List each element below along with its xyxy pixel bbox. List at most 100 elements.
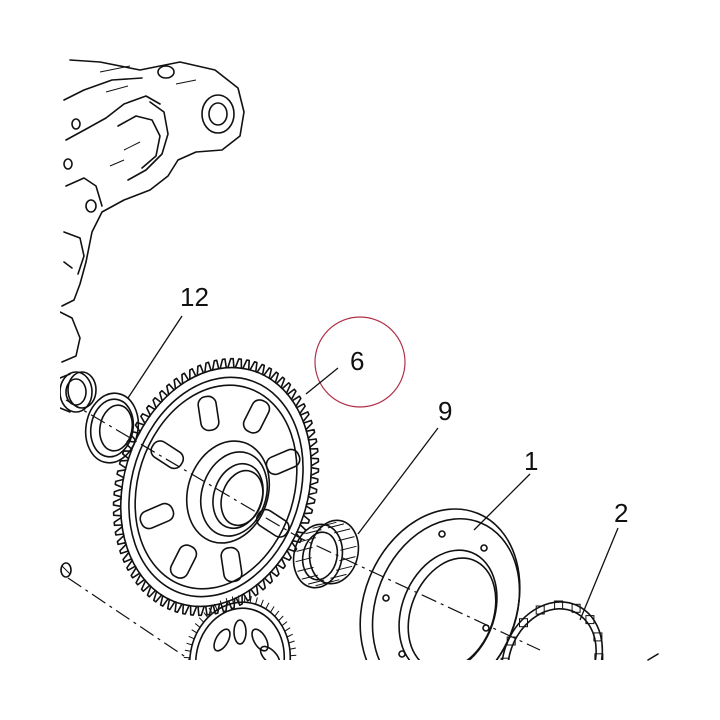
spoke-window <box>242 399 271 434</box>
clutch-roller <box>571 603 581 613</box>
lower-gear-tooth <box>265 602 270 610</box>
needle-roller <box>301 574 318 580</box>
needle-roller <box>297 566 314 572</box>
spoke-window <box>197 395 220 432</box>
needle-roller <box>335 565 353 571</box>
needle-roller <box>296 546 313 552</box>
lower-gear-tooth <box>231 596 234 604</box>
lower-gear-tooth <box>274 610 280 617</box>
needle-roller <box>307 579 325 585</box>
lower-gear-tooth <box>280 693 285 697</box>
lower-gear-tooth <box>268 707 271 713</box>
assembly-axes <box>65 399 541 660</box>
spoke-window <box>139 502 175 530</box>
lower-gear-tooth <box>244 595 246 603</box>
lower-gear-tooth <box>191 629 198 634</box>
label-part-6: 6 <box>350 346 364 376</box>
lower-gear-tooth <box>278 615 284 622</box>
lower-gear-teeth <box>183 595 297 720</box>
needle-roller <box>340 545 357 551</box>
part-1-flange-ring <box>359 508 521 660</box>
lower-gear-tooth <box>288 640 295 644</box>
needle-roller <box>334 528 351 534</box>
bearing-needles <box>295 521 357 587</box>
part-6-starter-gear <box>112 357 320 617</box>
lower-gear-tooth <box>208 607 213 614</box>
lower-gear-tooth <box>223 716 225 720</box>
needle-roller <box>338 536 355 542</box>
needle-roller <box>299 537 317 543</box>
lower-gear-tooth <box>193 694 198 698</box>
label-part-12: 12 <box>180 282 209 312</box>
highlight-circle <box>314 316 406 408</box>
spoke-window <box>220 546 243 583</box>
clutch-roller <box>594 653 604 660</box>
clutch-roller <box>510 696 518 704</box>
lower-gear-tooth <box>203 612 209 618</box>
lower-gear-tooth <box>188 635 195 640</box>
clutch-roller <box>554 600 564 610</box>
edge-mark <box>647 653 659 661</box>
needle-roller <box>305 529 322 535</box>
lower-gear-tooth <box>289 669 295 670</box>
clutch-roller <box>524 708 532 716</box>
lower-gear <box>183 595 297 720</box>
lower-gear-tooth <box>198 617 205 623</box>
lower-gear-tooth <box>289 647 296 650</box>
lower-gear-tooth <box>255 597 258 605</box>
lower-gear-tooth <box>252 715 254 720</box>
lower-gear-tooth <box>184 671 190 672</box>
lower-gear-tooth <box>211 711 214 717</box>
lower-gear-tooth <box>288 675 294 677</box>
lower-gear-tooth <box>194 623 201 628</box>
lower-gear-tooth <box>286 633 293 638</box>
label-part-2: 2 <box>614 498 628 528</box>
lower-gear-tooth <box>276 698 280 703</box>
small-nut <box>60 562 72 578</box>
lower-gear-tooth <box>185 677 191 679</box>
clutch-roller <box>500 657 510 660</box>
clutch-roller <box>589 675 597 683</box>
needle-roller <box>320 521 337 527</box>
lower-gear-tooth <box>217 714 220 720</box>
clutch-roller <box>585 615 595 625</box>
lower-gear-tooth <box>184 664 190 665</box>
clutch-roller <box>577 693 585 701</box>
lower-gear-tooth <box>190 689 195 693</box>
clutch-roller <box>502 679 510 687</box>
lower-gear-tooth <box>269 606 275 613</box>
lower-gear-tooth <box>258 713 260 719</box>
lower-gear-tooth <box>284 627 291 632</box>
needle-roller <box>295 557 312 563</box>
label-part-9: 9 <box>438 396 452 426</box>
lower-gear-tooth <box>290 654 297 657</box>
clutch-roller <box>541 711 549 719</box>
lower-gear-tooth <box>225 597 229 605</box>
lower-gear-tooth <box>206 708 210 714</box>
lower-gear-tooth <box>219 600 223 608</box>
lower-gear-tooth <box>260 599 264 607</box>
lower-gear-tooth <box>283 687 288 690</box>
lower-gear-tooth <box>272 702 276 707</box>
clutch-roller <box>519 618 528 628</box>
lower-gear-tooth <box>197 699 202 704</box>
spoke-window <box>150 440 185 470</box>
lower-gear-tooth <box>249 595 252 603</box>
lower-gear-tooth <box>263 710 266 716</box>
lower-gear-tooth <box>213 603 218 611</box>
lower-gear-tooth <box>286 681 292 684</box>
lower-gear-tooth <box>186 642 193 646</box>
shaft-end <box>60 311 97 413</box>
lower-gear-tooth <box>281 621 288 627</box>
lower-gear-tooth <box>201 704 205 709</box>
label-part-1: 1 <box>524 446 538 476</box>
spoke-window <box>255 508 290 538</box>
leader-lines <box>127 315 619 621</box>
needle-roller <box>339 556 356 562</box>
clutch-roller <box>560 706 568 714</box>
clutch-rollers <box>500 600 604 719</box>
part-2-one-way-clutch <box>500 600 604 719</box>
needle-roller <box>327 523 345 529</box>
clutch-roller <box>593 632 603 642</box>
